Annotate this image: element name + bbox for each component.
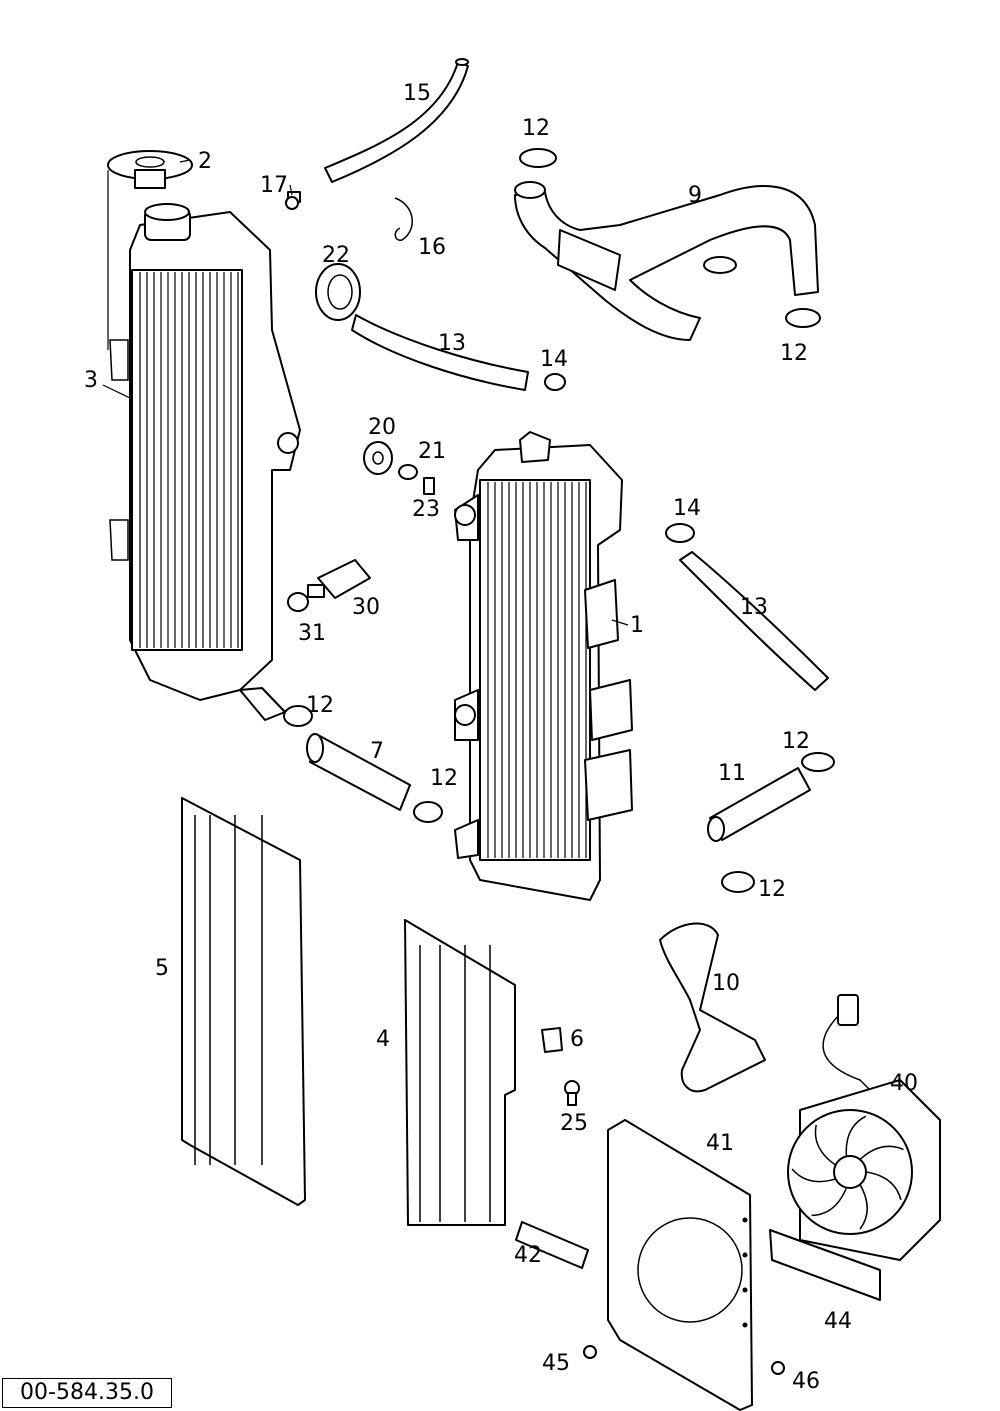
callout-40: 40: [890, 1071, 918, 1096]
callout-14-lower: 14: [673, 496, 701, 521]
callout-4: 4: [376, 1027, 390, 1052]
callout-45: 45: [542, 1351, 570, 1376]
callout-12-right: 12: [780, 341, 808, 366]
callout-46: 46: [792, 1369, 820, 1394]
screw-45: [583, 1345, 597, 1359]
callout-12-mid-left: 12: [306, 693, 334, 718]
left-radiator: [109, 203, 301, 721]
bolt-17: [285, 191, 301, 210]
hose-11: [707, 767, 811, 842]
callout-13-lower: 13: [740, 595, 768, 620]
callout-12-right-upper: 12: [782, 729, 810, 754]
right-radiator: [454, 431, 633, 901]
callout-17: 17: [260, 173, 288, 198]
callout-9: 9: [688, 183, 702, 208]
radiator-louver-5: [181, 797, 306, 1206]
bolt-23: [423, 477, 435, 495]
radiator-cap: [107, 150, 193, 350]
clamp-12-mid-left: [283, 705, 313, 727]
breather-hose-13-lower: [679, 551, 829, 691]
radiator-louver-4: [404, 919, 516, 1226]
callout-11: 11: [718, 761, 746, 786]
callout-30: 30: [352, 595, 380, 620]
callout-7: 7: [370, 739, 384, 764]
callout-42: 42: [514, 1243, 542, 1268]
seal-ring-31: [287, 592, 309, 612]
callout-16: 16: [418, 235, 446, 260]
callout-25: 25: [560, 1111, 588, 1136]
callout-31: 31: [298, 621, 326, 646]
callout-12-top: 12: [522, 116, 550, 141]
hose-10: [659, 922, 766, 1093]
temperature-switch-30: [307, 559, 371, 599]
callout-6: 6: [570, 1027, 584, 1052]
leader-lines: [102, 159, 629, 626]
callout-10: 10: [712, 971, 740, 996]
callout-12-mid-center: 12: [430, 766, 458, 791]
callout-14-upper: 14: [540, 347, 568, 372]
clip-16: [394, 197, 413, 241]
callout-22: 22: [322, 243, 350, 268]
y-hose-9: [514, 181, 819, 341]
tube-42: [515, 1221, 589, 1269]
callout-21: 21: [418, 439, 446, 464]
clamp-12-mid-center: [413, 801, 443, 823]
callout-13-upper: 13: [438, 331, 466, 356]
screw-46: [771, 1361, 785, 1375]
fan-shroud-41: [607, 1119, 753, 1411]
callout-2: 2: [198, 149, 212, 174]
connecting-hose-7: [306, 733, 411, 811]
callout-41: 41: [706, 1131, 734, 1156]
plate-44: [769, 1229, 881, 1301]
cooling-fan-40: [787, 994, 941, 1261]
bolt-25: [564, 1080, 580, 1106]
rubber-bushing-20: [363, 441, 393, 475]
callout-44: 44: [824, 1309, 852, 1334]
clamp-14-upper: [544, 373, 566, 391]
clamp-12-right-lower: [721, 871, 755, 893]
washer-21: [398, 464, 418, 480]
callout-5: 5: [155, 956, 169, 981]
callout-20: 20: [368, 415, 396, 440]
clamp-12-top: [519, 148, 557, 168]
callout-12-right-lower: 12: [758, 877, 786, 902]
hose-15: [324, 58, 469, 183]
clamp-12-right: [785, 308, 821, 328]
drawing-number-box: 00-584.35.0: [2, 1378, 172, 1408]
grommet-22: [315, 263, 361, 321]
callout-23: 23: [412, 497, 440, 522]
callout-3: 3: [84, 368, 98, 393]
callout-15: 15: [403, 81, 431, 106]
clamp-12-right-upper: [801, 752, 835, 772]
drawing-number: 00-584.35.0: [20, 1380, 154, 1405]
breather-hose-13-upper: [351, 314, 529, 391]
callout-labels: 1 2 3 4 5 6 7 9 10 11 12 12 12 12 12 12 …: [84, 81, 918, 1394]
callout-1: 1: [630, 613, 644, 638]
clamp-14-lower: [665, 523, 695, 543]
clip-nut-6: [541, 1027, 563, 1053]
